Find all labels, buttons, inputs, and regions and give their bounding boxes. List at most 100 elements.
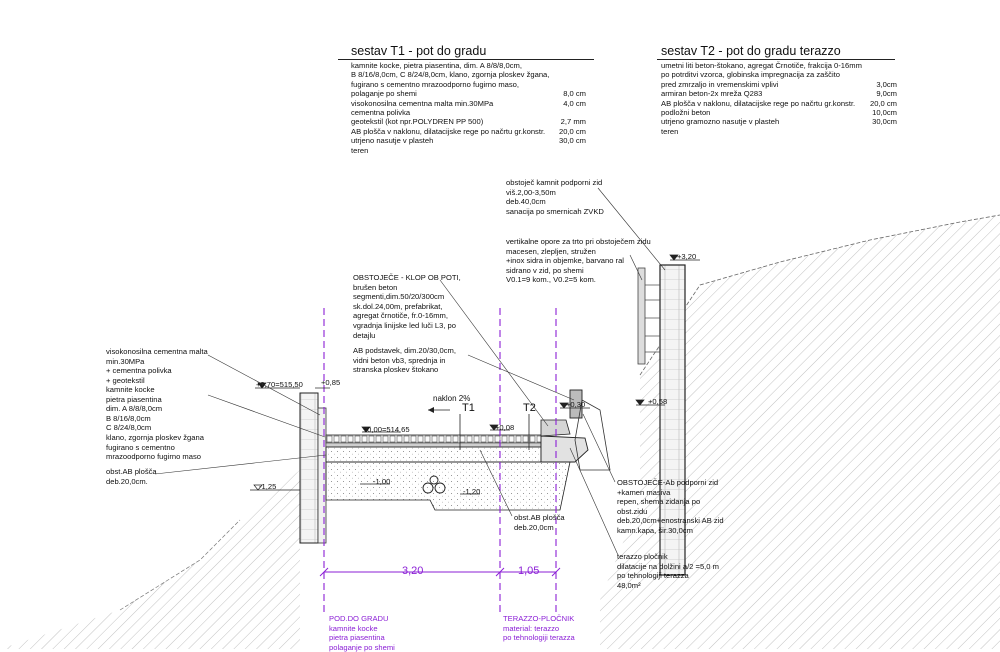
- note-line: obst.AB plošča: [514, 513, 565, 522]
- fill-layer: [325, 461, 571, 511]
- terazzo-base: [540, 419, 571, 437]
- spec-row-text: pred zmrzaljo in vremenskimi vplivi: [661, 79, 779, 89]
- spec-row-value: 9,0cm: [876, 89, 897, 99]
- note-line: mrazoodporno fugirno maso: [106, 452, 201, 462]
- note-line: OBSTOJEČE - KLOP OB POTI,: [353, 273, 461, 282]
- cobble-stone: [417, 435, 424, 443]
- note-line: kamnite kocke: [106, 385, 155, 394]
- cobble-stone: [424, 435, 431, 443]
- level-p030: +0,30: [566, 400, 586, 409]
- cobble-stone: [333, 435, 340, 443]
- ab-podstavek: [569, 389, 583, 419]
- note-line: vertikalne opore za trto pri obstoječem …: [506, 237, 651, 246]
- note-line: material: terazzo: [503, 623, 560, 633]
- terazzo-slab: [540, 435, 589, 463]
- spec-row-text: teren: [661, 126, 679, 136]
- note-line: deb.20,0cm.: [106, 476, 148, 486]
- note-line: V0.1=9 kom., V0.2=5 kom.: [506, 275, 596, 285]
- t1-title: sestav T1 - pot do gradu: [351, 44, 487, 58]
- cobble-stone: [480, 435, 487, 443]
- note-line: po tehnologiji terazza: [503, 633, 575, 643]
- vine-support-post: [637, 267, 646, 365]
- note-line: detajlu: [353, 330, 376, 340]
- t2-title: sestav T2 - pot do gradu terazzo: [661, 44, 841, 58]
- spec-row-text: visokonosilna cementna malta min.30MPa: [351, 98, 494, 108]
- right-ab-wall: [574, 399, 611, 471]
- note-line: brušen beton: [353, 282, 398, 292]
- note-line: stranska ploskev štokano: [353, 365, 439, 375]
- note-line: visokonosilna cementna malta: [106, 347, 208, 356]
- terrain-line-right: [639, 214, 1000, 376]
- note-line: klano, zgornja ploskev žgana: [106, 432, 204, 442]
- note-line: +inox sidra in objemke, barvano ral: [506, 256, 624, 266]
- note-line: macesen, zlepljen, stružen: [506, 246, 596, 256]
- note-line: sk.dol.24,00m, prefabrikat,: [353, 301, 443, 311]
- level-m120: -1,20: [463, 487, 481, 496]
- terrain-hatch-left: [0, 470, 300, 649]
- cobble-stone: [368, 435, 375, 443]
- spec-row-text: cementna polivka: [351, 108, 411, 117]
- cobble-stone: [466, 435, 473, 443]
- spec-row-text: geotekstil (kot npr.POLYDREN PP 500): [351, 117, 484, 127]
- level-p008: +0,08: [495, 423, 515, 432]
- note-line: + geotekstil: [106, 375, 145, 385]
- spec-row-text: po potrditvi vzorca, globinska impregnac…: [661, 70, 840, 80]
- note-line: POD.DO GRADU: [329, 614, 389, 623]
- left-wall-face: [317, 407, 327, 544]
- cobble-stone: [515, 435, 522, 443]
- cobble-stone: [361, 435, 368, 443]
- cobble-stone: [340, 435, 347, 443]
- note-line: min.30MPa: [106, 356, 145, 366]
- spec-row-text: teren: [351, 145, 369, 155]
- note-line: viš.2,00-3,50m: [506, 187, 556, 197]
- note-line: dilatacije na dolžini a/2 =5,0 m: [617, 561, 719, 571]
- cobble-stone: [403, 435, 410, 443]
- terrain-hatch-right: [600, 215, 1000, 649]
- t1-title-underline: [338, 59, 594, 60]
- note-line: pietra piasentina: [329, 633, 385, 643]
- tag-t1: T1: [462, 402, 475, 414]
- spec-row-value: 20,0 cm: [869, 98, 897, 108]
- cobble-stone: [389, 435, 396, 443]
- level-p058: +0,58: [648, 397, 668, 406]
- spec-row-value: 30,0cm: [872, 117, 897, 127]
- note-line: kamn.kapa, šir.30,0cm: [617, 525, 693, 535]
- level-085: +0,85: [321, 378, 341, 387]
- note-line: obst.zidu: [617, 506, 648, 516]
- cobble-stone: [501, 435, 508, 443]
- note-line: terazzo pločnik: [617, 552, 668, 561]
- spec-row-value: 20,0 cm: [558, 126, 586, 136]
- note-line: fugirano s cementno: [106, 442, 175, 452]
- note-line: OBSTOJEČE-Ab podporni zid: [617, 478, 719, 487]
- spec-row-text: armiran beton-2x mreža Q283: [661, 89, 763, 99]
- cobble-stone: [354, 435, 361, 443]
- note-line: deb.40,0cm: [506, 197, 546, 207]
- note-vertical-supports: vertikalne opore za trto pri obstoječem …: [506, 237, 651, 285]
- spec-row-text: AB plošča v naklonu, dilatacijske rege p…: [351, 126, 546, 136]
- cobble-stone: [522, 435, 529, 443]
- spec-row-text: B 8/16/8,0cm, C 8/24/8,0cm, klano, zgorn…: [351, 70, 550, 80]
- cobble-stone: [508, 435, 515, 443]
- note-line: dim. A 8/8/8,0cm: [106, 404, 163, 414]
- cobble-stone: [459, 435, 466, 443]
- cobble-stone: [431, 435, 438, 443]
- terrain-line-left: [119, 519, 241, 611]
- cobble-stone: [326, 435, 333, 443]
- spec-row-value: 8,0 cm: [563, 89, 586, 99]
- note-line: vgradnja linijske led luči L3, po: [353, 320, 456, 330]
- spec-row-value: 10,0cm: [872, 108, 897, 117]
- note-line: repen, shema zidanja po: [617, 497, 701, 507]
- level-zero: ±0,00=514,65: [363, 425, 410, 434]
- note-line: B 8/16/8,0cm: [106, 413, 151, 423]
- note-line: deb.20,0cm: [514, 522, 554, 532]
- dimension-105: 1,05: [518, 565, 540, 577]
- slope-label: naklon 2%: [433, 394, 471, 403]
